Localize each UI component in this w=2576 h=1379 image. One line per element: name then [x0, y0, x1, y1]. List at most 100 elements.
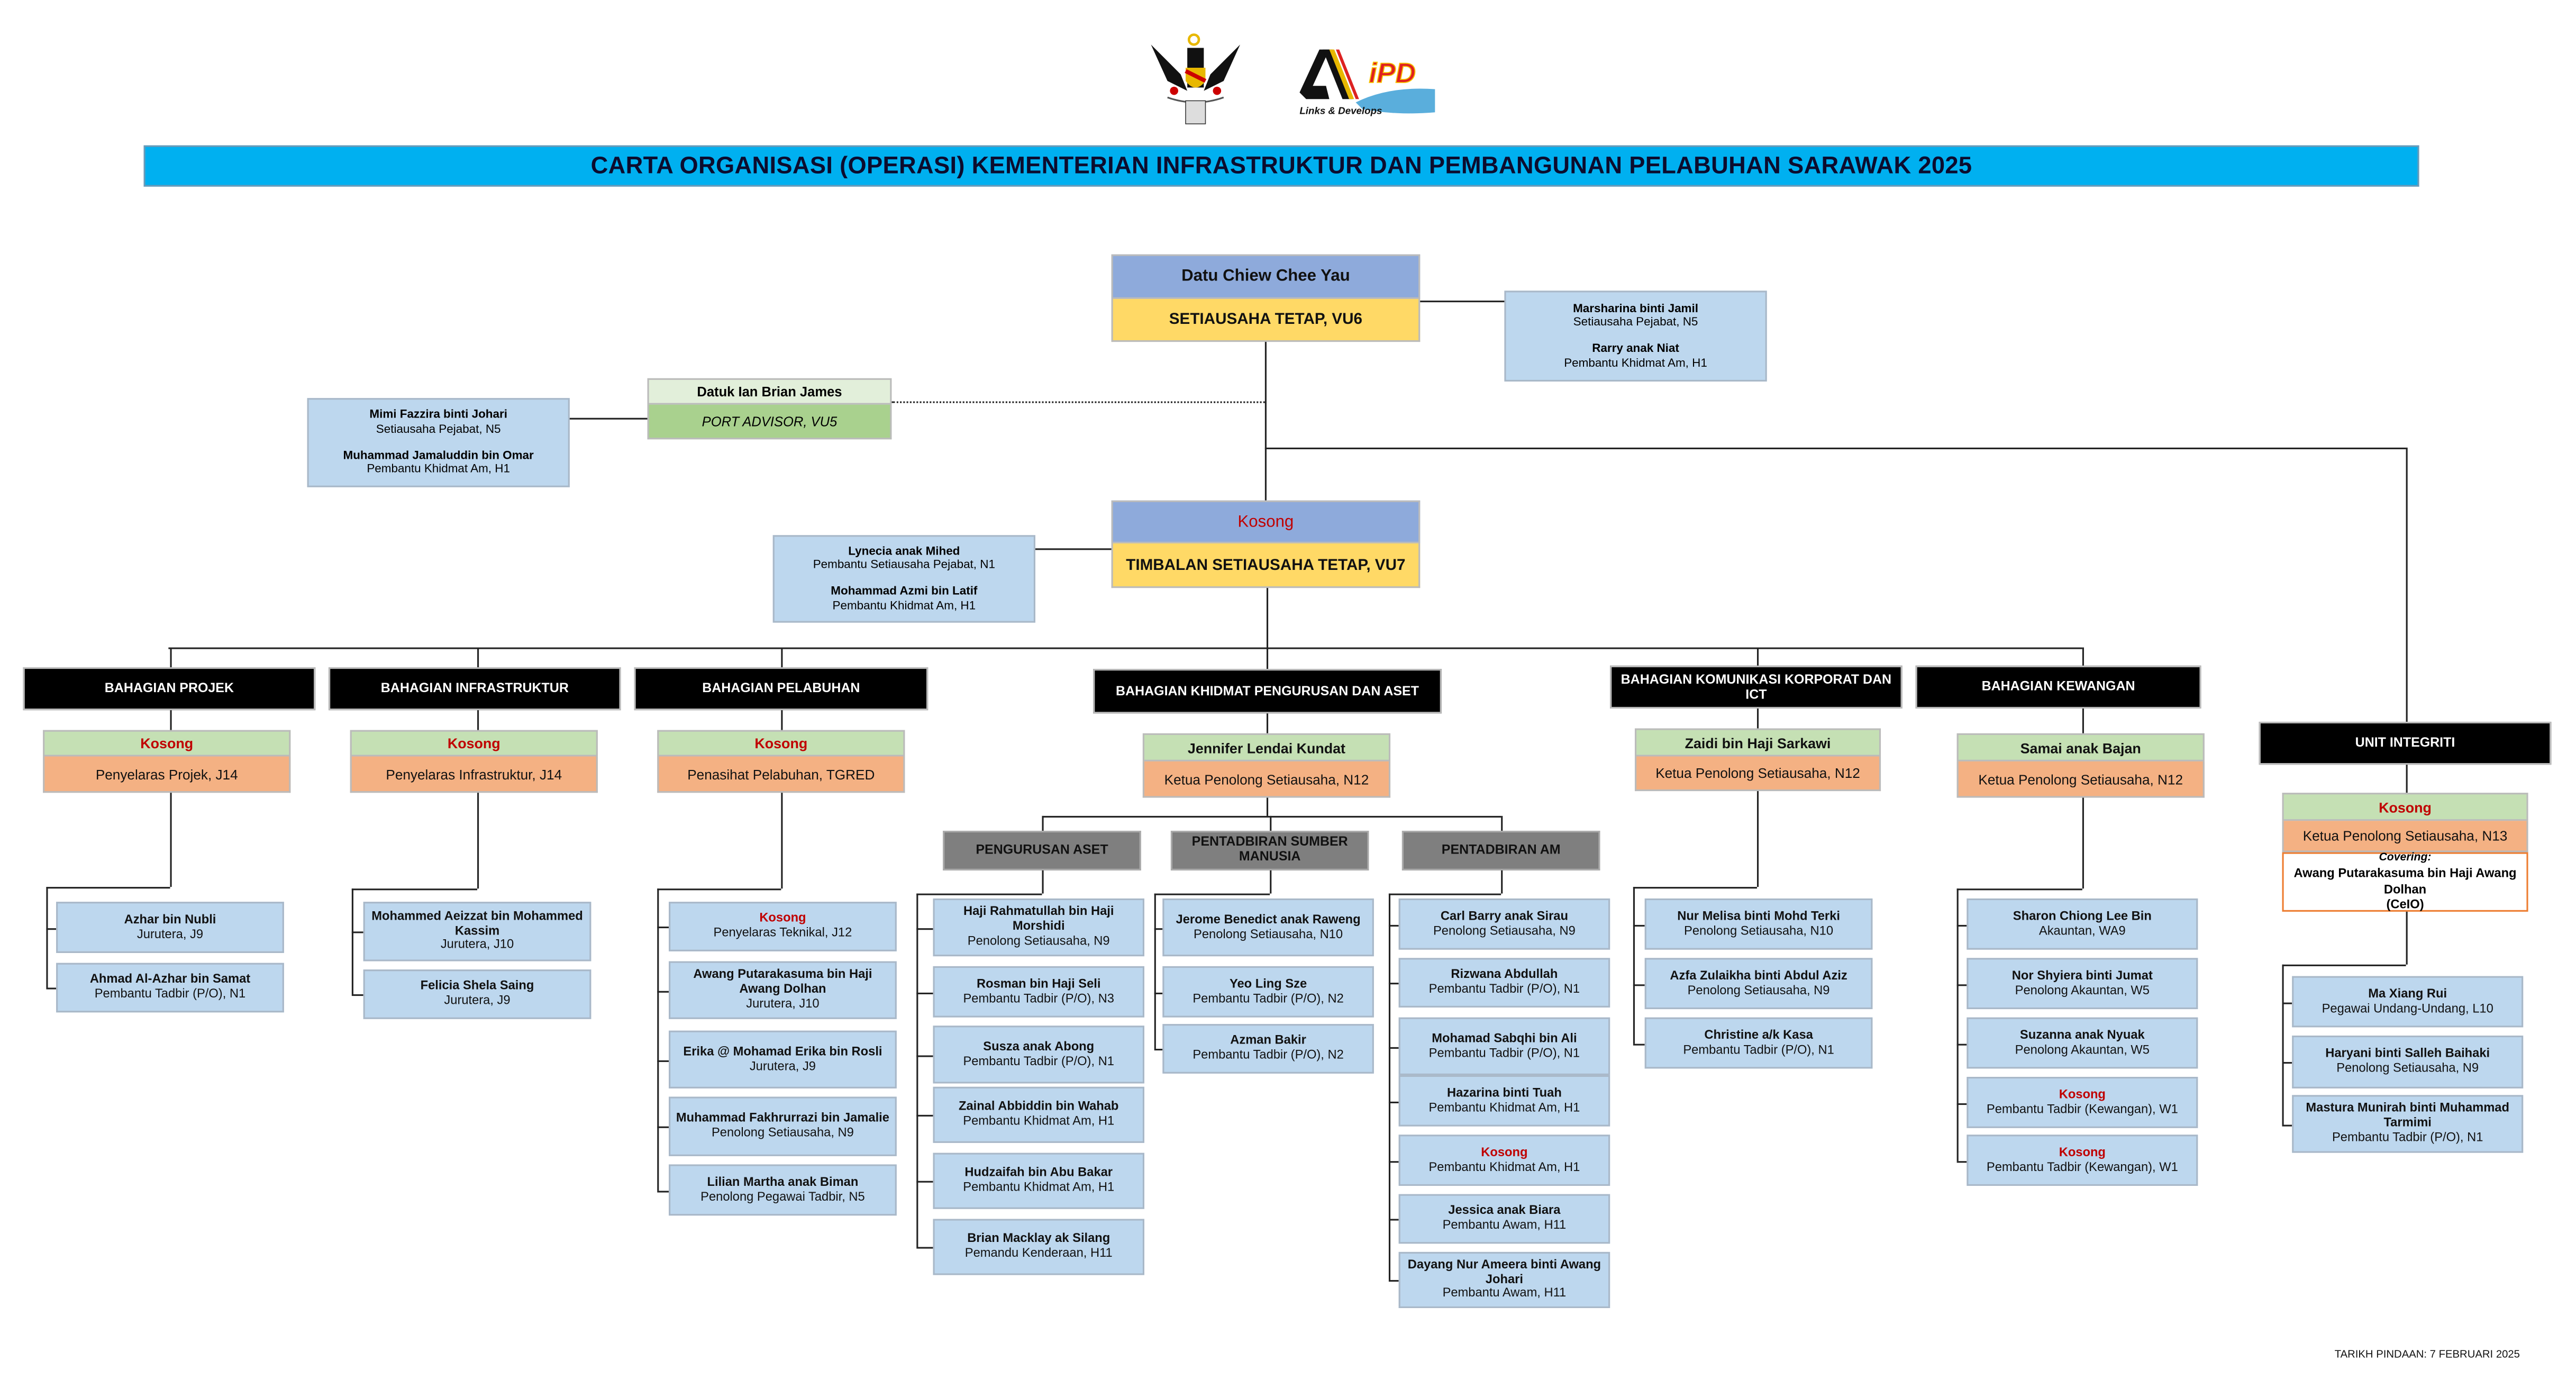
- connector-line: [2406, 765, 2407, 793]
- staff-name: Ma Xiang Rui: [2368, 985, 2447, 1001]
- connector-line: [46, 887, 170, 888]
- advisor-name-box[interactable]: Datuk Ian Brian James: [647, 378, 892, 405]
- staff-role: Penolong Setiausaha, N9: [711, 1124, 854, 1140]
- division-header-label: BAHAGIAN PROJEK: [104, 681, 234, 696]
- unit-header[interactable]: PENTADBIRAN SUMBER MANUSIA: [1170, 830, 1369, 870]
- division-head-name[interactable]: Kosong: [43, 730, 291, 757]
- staff-name: Kosong: [759, 910, 806, 926]
- staff-name: Azman Bakir: [1230, 1032, 1306, 1047]
- division-header[interactable]: BAHAGIAN KOMUNIKASI KORPORAT DAN ICT: [1610, 665, 1903, 709]
- division-header[interactable]: BAHAGIAN KEWANGAN: [1915, 665, 2201, 709]
- division-head-name[interactable]: Kosong: [657, 730, 905, 757]
- secretary-name-box[interactable]: Datu Chiew Chee Yau: [1111, 254, 1421, 299]
- connector-line: [170, 793, 171, 887]
- connector-line: [351, 994, 363, 995]
- connector-line: [170, 647, 171, 667]
- connector-line: [1154, 893, 1155, 1049]
- connector-line: [1266, 797, 1268, 816]
- staff-card[interactable]: Awang Putarakasuma bin Haji Awang Dolhan…: [669, 961, 897, 1019]
- connector-line: [1956, 888, 1958, 1160]
- staff-name: Awang Putarakasuma bin Haji Awang Dolhan: [693, 966, 872, 996]
- division-head-name[interactable]: Zaidi bin Haji Sarkawi: [1634, 728, 1881, 757]
- page-title: CARTA ORGANISASI (OPERASI) KEMENTERIAN I…: [143, 145, 2419, 187]
- division-head-name[interactable]: Samai anak Bajan: [1956, 733, 2205, 761]
- connector-line: [1154, 893, 1270, 895]
- division-head-title: Ketua Penolong Setiausaha, N12: [1142, 761, 1391, 798]
- division-head-title: Penyelaras Infrastruktur, J14: [350, 756, 598, 793]
- division-header[interactable]: BAHAGIAN PROJEK: [23, 667, 316, 711]
- staff-name: Muhammad Fakhrurrazi bin Jamalie: [676, 1110, 889, 1125]
- unit-header[interactable]: PENGURUSAN ASET: [943, 830, 1141, 870]
- connector-line: [1501, 870, 1503, 894]
- secretary-title: SETIAUSAHA TETAP, VU6: [1169, 310, 1362, 329]
- connector-line: [2406, 911, 2407, 965]
- division-head-title: Ketua Penolong Setiausaha, N13: [2282, 821, 2528, 852]
- division-head-name[interactable]: Jennifer Lendai Kundat: [1142, 733, 1391, 761]
- division-header[interactable]: BAHAGIAN INFRASTRUKTUR: [329, 667, 621, 711]
- staff-name: Kosong: [2059, 1086, 2106, 1101]
- staff-role: Pembantu Khidmat Am, H1: [963, 1179, 1115, 1194]
- unit-header-label: PENTADBIRAN SUMBER MANUSIA: [1191, 834, 1348, 864]
- division-head-name[interactable]: Kosong: [350, 730, 598, 757]
- connector-line: [1633, 1043, 1645, 1044]
- staff-role: Penolong Akauntan, W5: [2015, 982, 2150, 997]
- staff-name: Yeo Ling Sze: [1229, 975, 1307, 991]
- deputy-name-box[interactable]: Kosong: [1111, 500, 1421, 543]
- connector-line: [1388, 1280, 1399, 1281]
- division-header[interactable]: BAHAGIAN PELABUHAN: [634, 667, 929, 711]
- unit-header[interactable]: PENTADBIRAN AM: [1401, 830, 1600, 870]
- connector-line: [1388, 983, 1399, 984]
- connector-line: [1756, 647, 1758, 666]
- staff-name: Marsharina binti Jamil: [1573, 300, 1698, 315]
- division-header[interactable]: BAHAGIAN KHIDMAT PENGURUSAN DAN ASET: [1093, 669, 1442, 714]
- connector-line: [2406, 447, 2407, 722]
- staff-role: Pembantu Setiausaha Pejabat, N1: [813, 557, 995, 573]
- connector-line: [2282, 964, 2406, 966]
- advisor-title: PORT ADVISOR, VU5: [702, 413, 838, 429]
- division-header[interactable]: UNIT INTEGRITI: [2259, 721, 2552, 765]
- division-head-name[interactable]: Kosong: [2282, 793, 2528, 821]
- connector-line: [351, 931, 363, 933]
- deputy-name: Kosong: [1237, 513, 1294, 531]
- covering-officer-box[interactable]: Covering:Awang Putarakasuma bin Haji Awa…: [2282, 852, 2528, 912]
- connector-line: [2282, 964, 2283, 1124]
